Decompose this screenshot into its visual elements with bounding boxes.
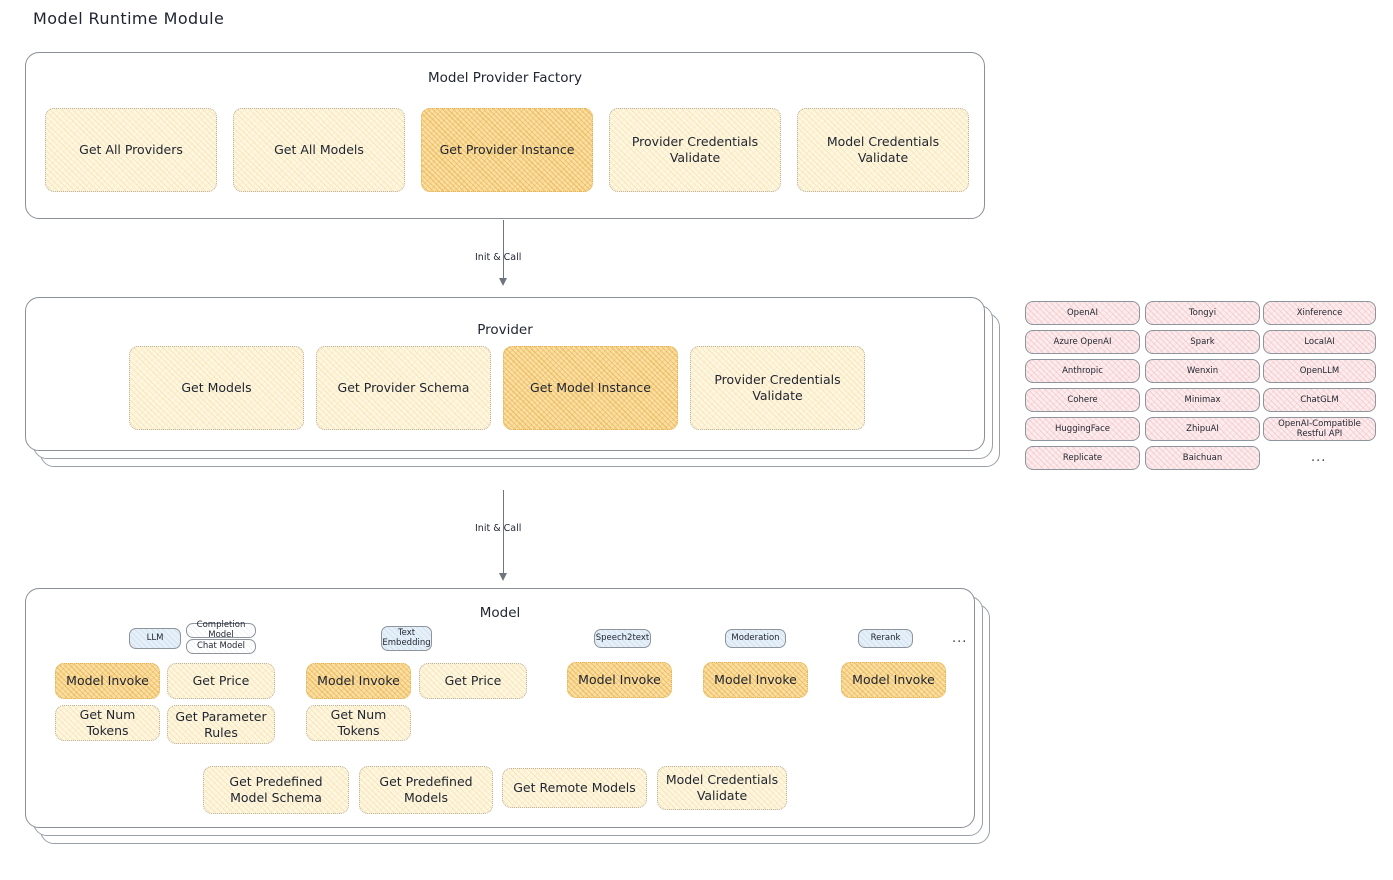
factory-box-model-credentials-validate[interactable]: Model Credentials Validate	[797, 108, 969, 192]
provider-chip-wenxin[interactable]: Wenxin	[1145, 359, 1260, 383]
model-text-embedding-box-model-invoke[interactable]: Model Invoke	[306, 663, 411, 699]
factory-box-get-all-providers[interactable]: Get All Providers	[45, 108, 217, 192]
arrow-provider-to-model-line	[503, 490, 504, 575]
page-title: Model Runtime Module	[33, 9, 225, 28]
arrow-factory-to-provider-head	[499, 278, 507, 286]
model-types-more-ellipsis: ...	[952, 631, 968, 646]
provider-chip-anthropic[interactable]: Anthropic	[1025, 359, 1140, 383]
model-subtype-badge-chat-model[interactable]: Chat Model	[186, 639, 256, 654]
model-panel: Model	[25, 588, 975, 828]
provider-chip-cohere[interactable]: Cohere	[1025, 388, 1140, 412]
provider-chip-xinference[interactable]: Xinference	[1263, 301, 1376, 325]
arrow-provider-to-model-head	[499, 573, 507, 581]
model-text-embedding-box-get-num-tokens[interactable]: Get Num Tokens	[306, 705, 411, 741]
model-shared-box-model-credentials-validate[interactable]: Model Credentials Validate	[657, 766, 787, 810]
model-llm-box-get-num-tokens[interactable]: Get Num Tokens	[55, 705, 160, 741]
provider-chip-tongyi[interactable]: Tongyi	[1145, 301, 1260, 325]
provider-chip-chatglm[interactable]: ChatGLM	[1263, 388, 1376, 412]
model-type-badge-speech2text[interactable]: Speech2text	[594, 629, 651, 648]
model-moderation-box-model-invoke[interactable]: Model Invoke	[703, 662, 808, 698]
model-type-badge-llm[interactable]: LLM	[129, 628, 181, 649]
provider-chip-azure-openai[interactable]: Azure OpenAI	[1025, 330, 1140, 354]
model-subtype-badge-completion-model[interactable]: Completion Model	[186, 620, 256, 639]
model-type-badge-text-embedding[interactable]: Text Embedding	[381, 626, 432, 651]
model-llm-box-get-price[interactable]: Get Price	[167, 663, 275, 699]
provider-chip-openai-compatible-restful-api[interactable]: OpenAI-Compatible Restful API	[1263, 417, 1376, 441]
provider-box-get-provider-schema[interactable]: Get Provider Schema	[316, 346, 491, 430]
model-title: Model	[479, 605, 521, 621]
provider-box-get-model-instance[interactable]: Get Model Instance	[503, 346, 678, 430]
model-speech2text-box-model-invoke[interactable]: Model Invoke	[567, 662, 672, 698]
provider-chip-baichuan[interactable]: Baichuan	[1145, 446, 1260, 470]
provider-box-get-models[interactable]: Get Models	[129, 346, 304, 430]
model-rerank-box-model-invoke[interactable]: Model Invoke	[841, 662, 946, 698]
provider-chip-replicate[interactable]: Replicate	[1025, 446, 1140, 470]
provider-box-provider-credentials-validate[interactable]: Provider Credentials Validate	[690, 346, 865, 430]
arrow-factory-to-provider-line	[503, 220, 504, 280]
provider-chip-openai[interactable]: OpenAI	[1025, 301, 1140, 325]
provider-title: Provider	[477, 322, 533, 338]
model-provider-factory-title: Model Provider Factory	[427, 70, 582, 86]
arrow-factory-to-provider-label: Init & Call	[475, 252, 522, 263]
provider-chip-huggingface[interactable]: HuggingFace	[1025, 417, 1140, 441]
factory-box-get-provider-instance[interactable]: Get Provider Instance	[421, 108, 593, 192]
provider-chip-minimax[interactable]: Minimax	[1145, 388, 1260, 412]
factory-box-provider-credentials-validate[interactable]: Provider Credentials Validate	[609, 108, 781, 192]
model-type-badge-moderation[interactable]: Moderation	[725, 629, 786, 648]
provider-chip-openllm[interactable]: OpenLLM	[1263, 359, 1376, 383]
model-type-badge-rerank[interactable]: Rerank	[858, 629, 913, 648]
arrow-provider-to-model-label: Init & Call	[475, 523, 522, 534]
model-llm-box-get-parameter-rules[interactable]: Get Parameter Rules	[167, 705, 275, 744]
model-shared-box-get-remote-models[interactable]: Get Remote Models	[502, 768, 647, 808]
model-shared-box-get-predefined-models[interactable]: Get Predefined Models	[359, 766, 493, 814]
model-text-embedding-box-get-price[interactable]: Get Price	[419, 663, 527, 699]
model-llm-box-model-invoke[interactable]: Model Invoke	[55, 663, 160, 699]
provider-list-more-ellipsis: ...	[1311, 450, 1327, 465]
provider-chip-localai[interactable]: LocalAI	[1263, 330, 1376, 354]
model-shared-box-get-predefined-model-schema[interactable]: Get Predefined Model Schema	[203, 766, 349, 814]
factory-box-get-all-models[interactable]: Get All Models	[233, 108, 405, 192]
provider-chip-zhipuai[interactable]: ZhipuAI	[1145, 417, 1260, 441]
provider-chip-spark[interactable]: Spark	[1145, 330, 1260, 354]
